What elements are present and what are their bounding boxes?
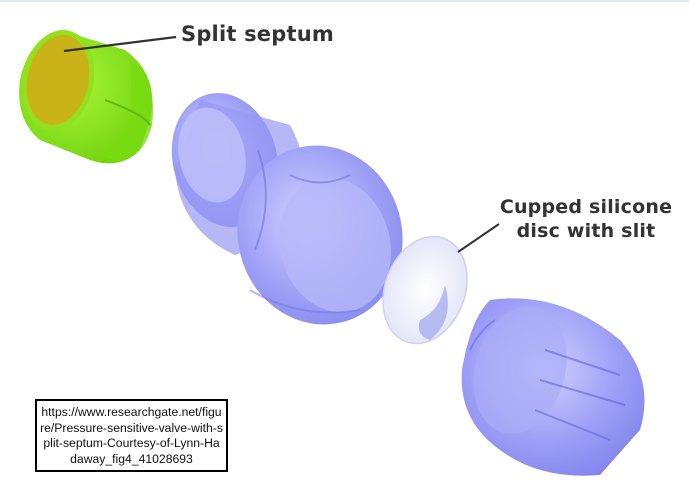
septum-leader-line xyxy=(63,35,177,53)
cupped-silicone-disc-part xyxy=(382,235,468,345)
source-credit-box: https://www.researchgate.net/figure/Pres… xyxy=(35,399,228,472)
split-septum-part xyxy=(19,30,154,164)
disc-leader-line xyxy=(457,223,500,253)
valve-housing-lower-part xyxy=(461,298,645,476)
cupped-disc-label-line2: disc with slit xyxy=(516,220,656,242)
valve-housing-upper-part xyxy=(171,92,403,325)
split-septum-label: Split septum xyxy=(181,22,334,46)
cupped-disc-label: Cupped silicone disc with slit xyxy=(486,195,686,243)
cupped-disc-label-line1: Cupped silicone xyxy=(499,196,673,218)
top-border xyxy=(0,0,689,2)
